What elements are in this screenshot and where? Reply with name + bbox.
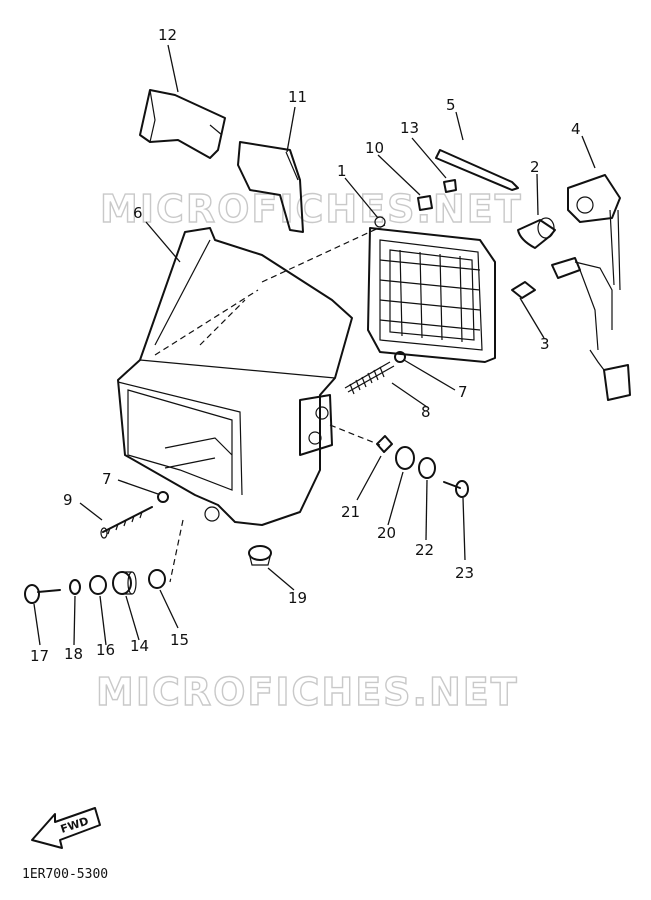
callout-5: 5 xyxy=(446,96,456,114)
part-9-bolt xyxy=(100,506,153,539)
callout-7-left: 7 xyxy=(102,470,112,488)
part-5-rod xyxy=(435,149,519,191)
assembly-line-1 xyxy=(261,224,386,283)
leader-lines xyxy=(33,44,596,646)
callout-15: 15 xyxy=(170,631,189,649)
callout-2: 2 xyxy=(530,158,540,176)
part-10-clip xyxy=(417,195,433,211)
fwd-arrow-icon: FWD xyxy=(31,807,101,849)
part-22-washer xyxy=(418,457,436,479)
part-2-bulb xyxy=(517,217,556,249)
watermark-top: MICROFICHES.NET xyxy=(100,187,523,231)
callout-11: 11 xyxy=(288,88,307,106)
assembly-line-3 xyxy=(169,519,184,583)
part-7-washer-left xyxy=(157,491,169,503)
callout-22: 22 xyxy=(415,541,434,559)
part-1-headlight-unit xyxy=(367,216,496,363)
part-13-screw xyxy=(443,179,457,193)
callout-23: 23 xyxy=(455,564,474,582)
callout-9: 9 xyxy=(63,491,73,509)
callout-17: 17 xyxy=(30,647,49,665)
callout-19: 19 xyxy=(288,589,307,607)
part-4-socket-harness xyxy=(551,174,631,401)
part-14-spacer xyxy=(112,571,137,595)
callout-21: 21 xyxy=(341,503,360,521)
callout-16: 16 xyxy=(96,641,115,659)
callout-7-right: 7 xyxy=(458,383,468,401)
callout-13: 13 xyxy=(400,119,419,137)
callout-8: 8 xyxy=(421,403,431,421)
callout-1: 1 xyxy=(337,162,347,180)
part-20-grommet xyxy=(395,446,415,470)
part-3-bulb xyxy=(511,281,536,299)
part-15-grommet xyxy=(148,569,166,589)
part-12-cover xyxy=(139,89,226,159)
part-21-collar xyxy=(376,435,393,453)
callout-12: 12 xyxy=(158,26,177,44)
part-7-washer xyxy=(394,351,406,363)
callout-4: 4 xyxy=(571,120,581,138)
part-16-washer xyxy=(89,575,107,595)
part-8-spring xyxy=(344,361,395,395)
callout-3: 3 xyxy=(540,335,550,353)
watermark-bottom: MICROFICHES.NET xyxy=(96,670,519,714)
callout-6: 6 xyxy=(133,204,143,222)
diagram-code: 1ER700-5300 xyxy=(22,867,108,882)
part-11-cover xyxy=(237,141,304,233)
callout-14: 14 xyxy=(130,637,149,655)
part-17-bolt xyxy=(24,584,61,604)
part-19-grommet xyxy=(248,545,272,566)
assembly-line-2 xyxy=(329,424,381,446)
fwd-label: FWD xyxy=(59,815,90,836)
callout-20: 20 xyxy=(377,524,396,542)
part-23-bolt xyxy=(443,480,469,498)
callout-10: 10 xyxy=(365,139,384,157)
part-18-washer xyxy=(69,579,81,595)
callout-18: 18 xyxy=(64,645,83,663)
part-6-headlight-housing xyxy=(117,227,353,526)
